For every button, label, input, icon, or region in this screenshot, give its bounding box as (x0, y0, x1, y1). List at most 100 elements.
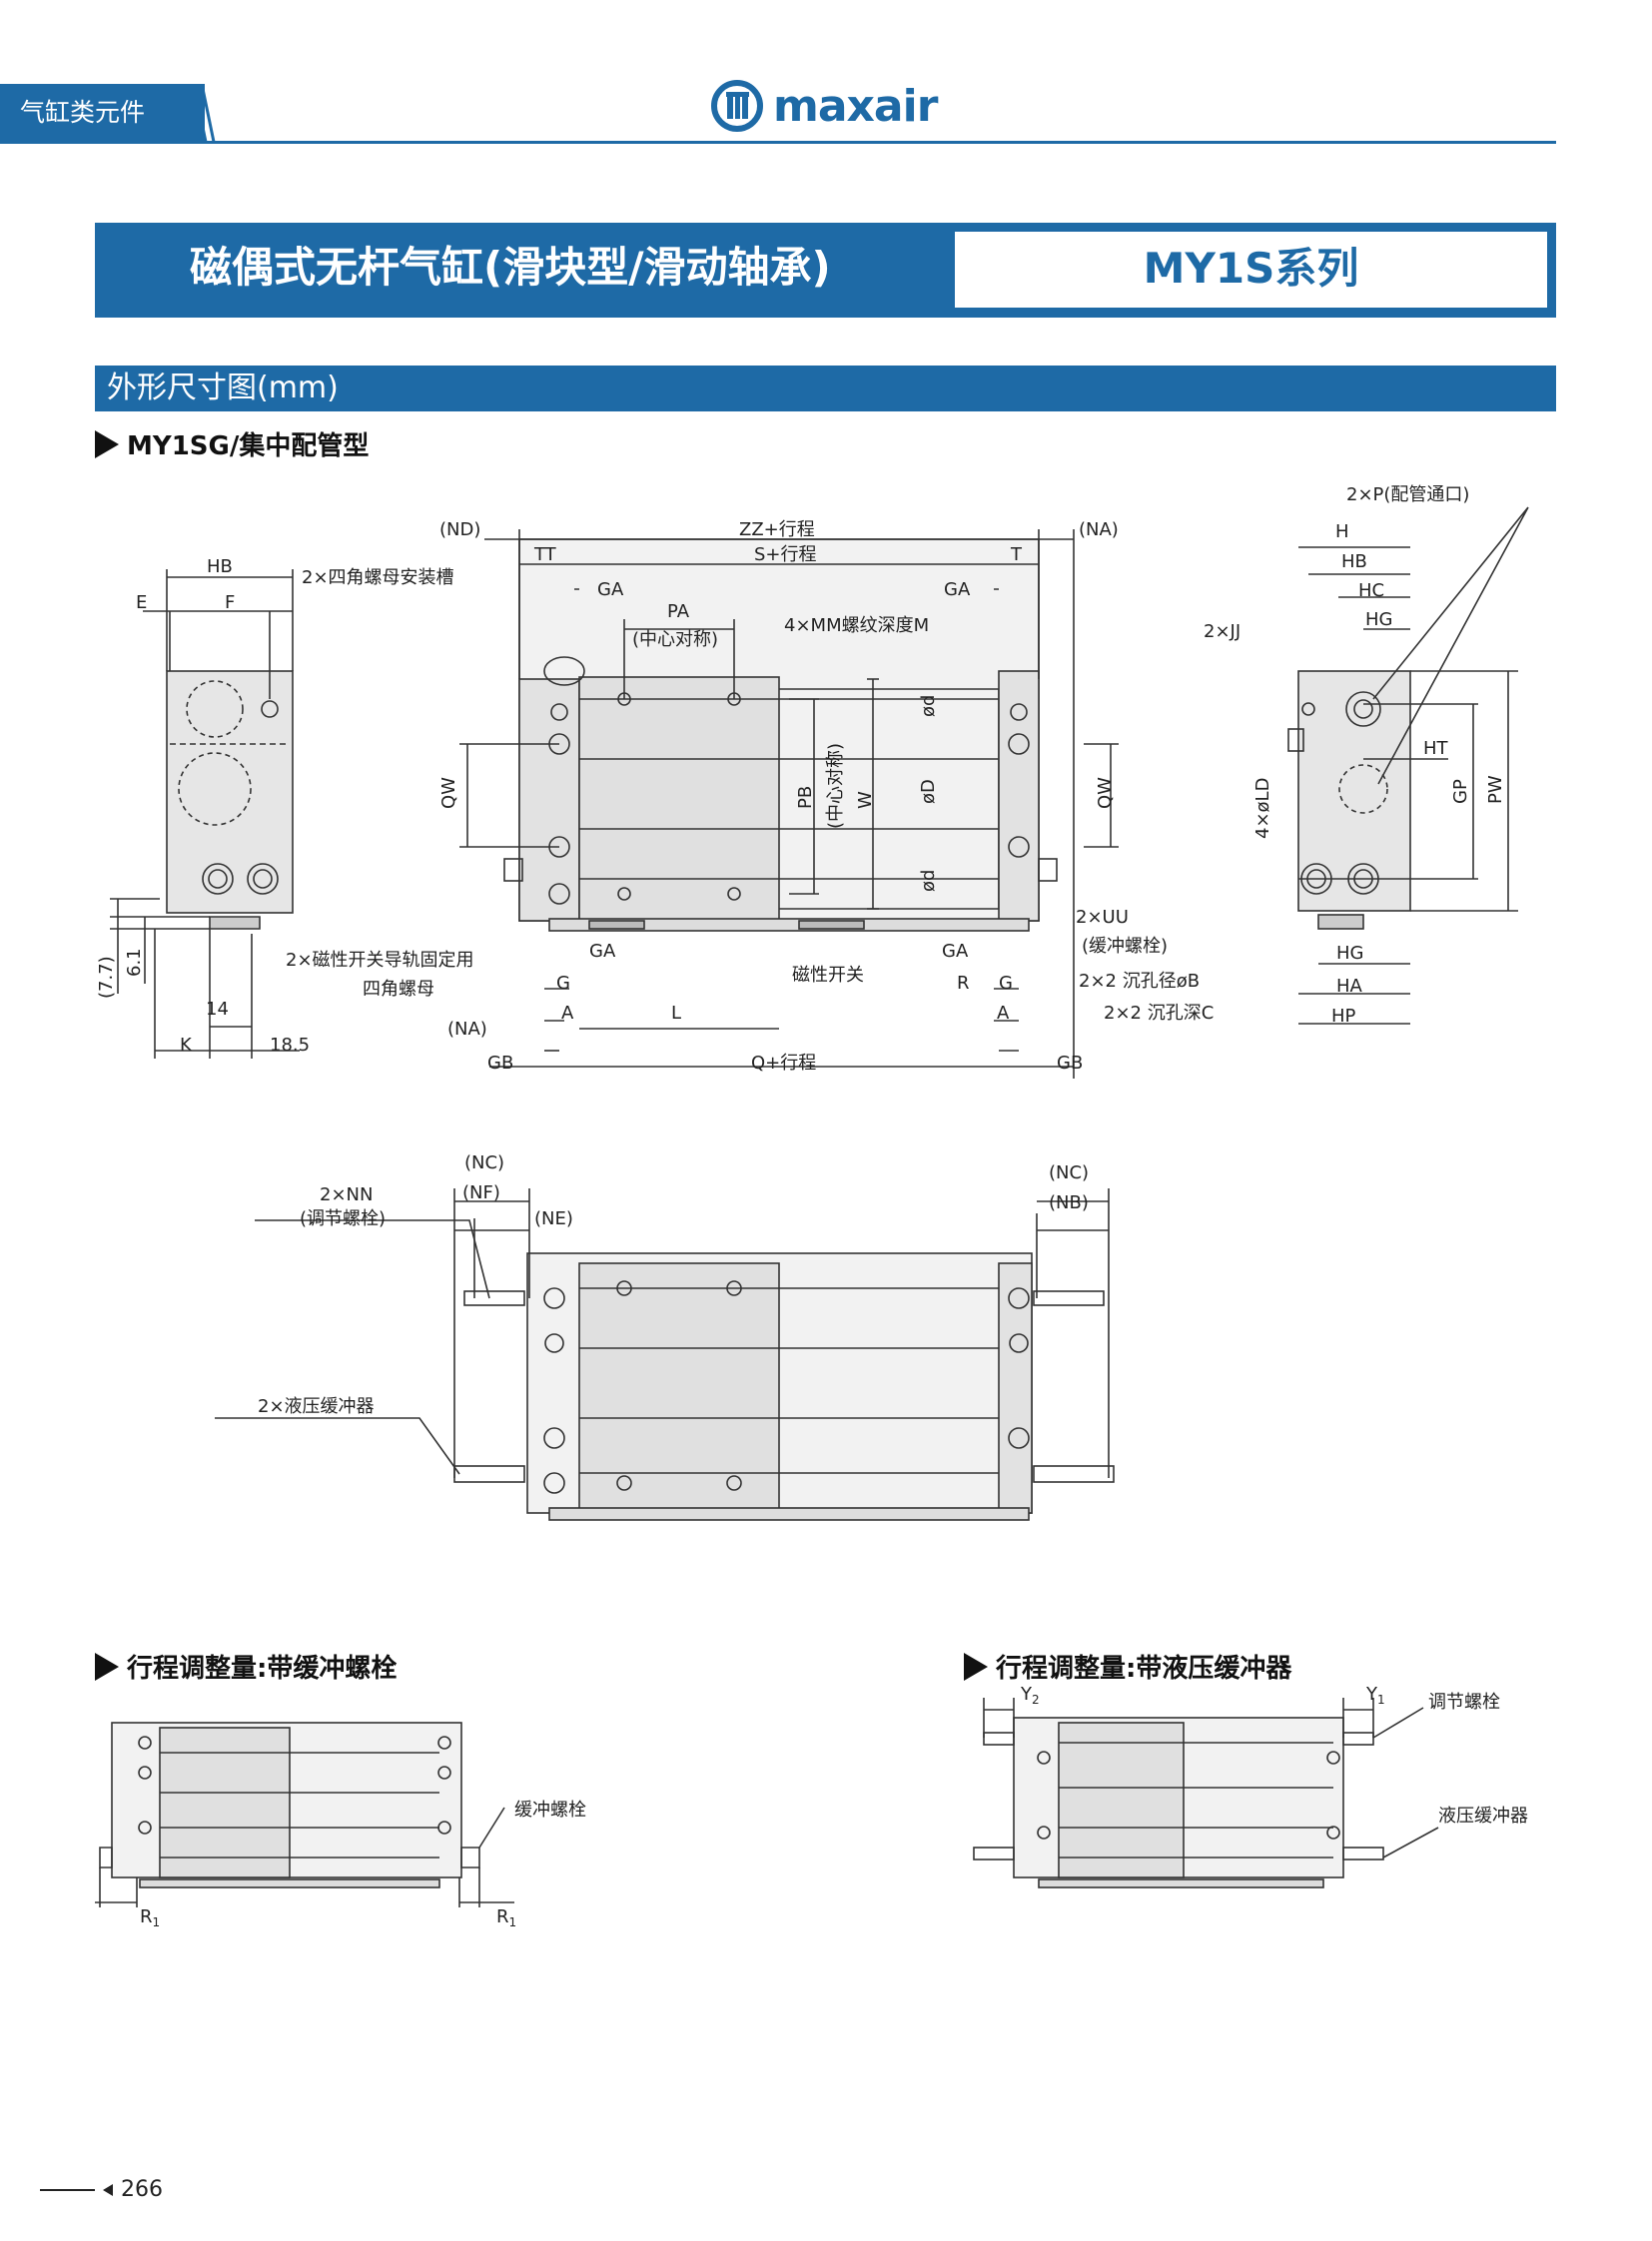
dim-NC-left: (NC) (464, 1152, 504, 1173)
label-MM: 4×MM螺纹深度M (784, 615, 929, 636)
dim-R1-right: R1 (496, 1906, 516, 1929)
subsection-hydraulic-adjust: 行程调整量:带液压缓冲器 (964, 1648, 1291, 1685)
dim-R1-left: R1 (140, 1906, 160, 1929)
label-cb-depth: 2×2 沉孔深C (1104, 1003, 1214, 1024)
category-label: 气缸类元件 (20, 98, 146, 127)
dim-QW-right: QW (1095, 777, 1116, 809)
dim-NF: (NF) (462, 1182, 500, 1203)
label-NN: 2×NN (320, 1184, 373, 1205)
section-heading: 外形尺寸图(mm) (95, 366, 1556, 411)
subsection-centralized-label: MY1SG/集中配管型 (127, 431, 370, 461)
page-number: 266 (121, 2177, 163, 2202)
subsection-centralized: MY1SG/集中配管型 (95, 425, 369, 462)
label-adj-bolt-p: (调节螺栓) (300, 1208, 386, 1229)
label-square-nut: 四角螺母 (363, 979, 434, 1000)
dim-LD: 4×øLD (1252, 778, 1273, 839)
label-nut-slot: 2×四角螺母安装槽 (302, 567, 454, 588)
subsection-hydraulic-adjust-label: 行程调整量:带液压缓冲器 (996, 1654, 1292, 1684)
dim-GA-bottom-right: GA (942, 941, 969, 962)
dim-A-left: A (561, 1003, 574, 1024)
dim-F: F (225, 592, 235, 613)
triangle-bullet-icon (95, 429, 119, 458)
label-adj-bolt: 调节螺栓 (1428, 1692, 1500, 1713)
tab-stripes (180, 84, 216, 142)
dim-Y2: Y2 (1020, 1684, 1040, 1707)
label-UU: 2×UU (1076, 907, 1129, 928)
dim-HP: HP (1331, 1006, 1356, 1027)
dim-od-bottom: ød (918, 870, 939, 892)
dim-NE: (NE) (534, 1208, 573, 1229)
brand-name: maxair (773, 80, 938, 132)
label-cushion-bolt: 缓冲螺栓 (514, 1800, 586, 1821)
subsection-bolt-adjust: 行程调整量:带缓冲螺栓 (95, 1648, 397, 1685)
dim-NB: (NB) (1049, 1192, 1089, 1213)
label-mag-rail: 2×磁性开关导轨固定用 (286, 950, 474, 971)
dim-PW: PW (1485, 775, 1506, 804)
subsection-bolt-adjust-label: 行程调整量:带缓冲螺栓 (127, 1654, 398, 1684)
dim-QW-left: QW (438, 777, 459, 809)
dim-GB-right: GB (1057, 1053, 1083, 1074)
dim-HB: HB (207, 556, 233, 577)
label-mag-switch: 磁性开关 (792, 965, 864, 986)
dim-GB-left: GB (487, 1053, 513, 1074)
dim-NA-bottom: (NA) (447, 1019, 487, 1040)
dim-TT: TT (533, 544, 557, 565)
brand-logo: maxair (711, 80, 938, 132)
dim-18-5: 18.5 (270, 1035, 310, 1056)
dim-ND: (ND) (439, 519, 480, 540)
page-title: 磁偶式无杆气缸(滑块型/滑动轴承) (190, 243, 831, 292)
dim-14: 14 (206, 999, 229, 1020)
dim-R: R (957, 973, 970, 994)
dim-PB: PB (795, 786, 816, 809)
dim-HG-top: HG (1365, 609, 1392, 630)
dim-GA-bottom-left: GA (589, 941, 616, 962)
dim-GA-top-right: GA (944, 579, 971, 600)
dim-L: L (671, 1003, 681, 1024)
dim-HC: HC (1358, 580, 1384, 601)
label-JJ: 2×JJ (1204, 621, 1240, 642)
dim-HG-bottom: HG (1336, 943, 1363, 964)
dim-A-right: A (997, 1003, 1010, 1024)
dim-GP: GP (1450, 779, 1471, 804)
dim-W: W (855, 791, 876, 809)
dim-H: H (1335, 521, 1349, 542)
dim-HB-right: HB (1341, 551, 1367, 572)
dim-PA: PA (667, 601, 690, 622)
dim-GA-top-left: GA (597, 579, 624, 600)
dim-HA: HA (1336, 976, 1363, 997)
dim-HT: HT (1423, 738, 1449, 759)
page-arrow-icon (103, 2183, 113, 2196)
category-tab: 气缸类元件 (0, 84, 205, 142)
dim-Y1: Y1 (1365, 1684, 1385, 1707)
dim-NA-top: (NA) (1079, 519, 1119, 540)
label-P-port: 2×P(配管通口) (1346, 484, 1469, 505)
dim-S: S+行程 (754, 544, 817, 565)
label-center-sym: (中心对称) (632, 629, 718, 650)
dim-K: K (180, 1035, 193, 1056)
triangle-bullet-icon (95, 1652, 119, 1681)
dim-G-right: G (999, 973, 1013, 994)
footer-rule (40, 2188, 95, 2191)
dim-Q: Q+行程 (751, 1053, 816, 1074)
label-cushion-bolt-p: (缓冲螺栓) (1082, 936, 1168, 957)
dim-od-top: ød (918, 695, 939, 717)
dim-NC-right: (NC) (1049, 1162, 1089, 1183)
series-title: MY1S系列 (952, 229, 1550, 311)
label-shock: 2×液压缓冲器 (258, 1396, 375, 1417)
dim-7-7: (7.7) (96, 956, 117, 999)
dim-ZZ: ZZ+行程 (739, 519, 815, 540)
label-cb-dia: 2×2 沉孔径øB (1079, 971, 1200, 992)
triangle-bullet-icon (964, 1652, 988, 1681)
logo-icon (711, 80, 763, 132)
left-end-body (166, 670, 294, 914)
page-footer: 266 (40, 2177, 163, 2202)
dim-6-1: 6.1 (124, 948, 145, 977)
dim-T: T (1010, 544, 1023, 565)
dim-E: E (136, 592, 147, 613)
dim-oD: øD (918, 779, 939, 804)
dim-PB-center-sym: (中心对称) (825, 743, 846, 829)
label-hyd-absorber: 液压缓冲器 (1438, 1806, 1528, 1827)
header-rule (0, 141, 1556, 144)
dim-G-left: G (556, 973, 570, 994)
